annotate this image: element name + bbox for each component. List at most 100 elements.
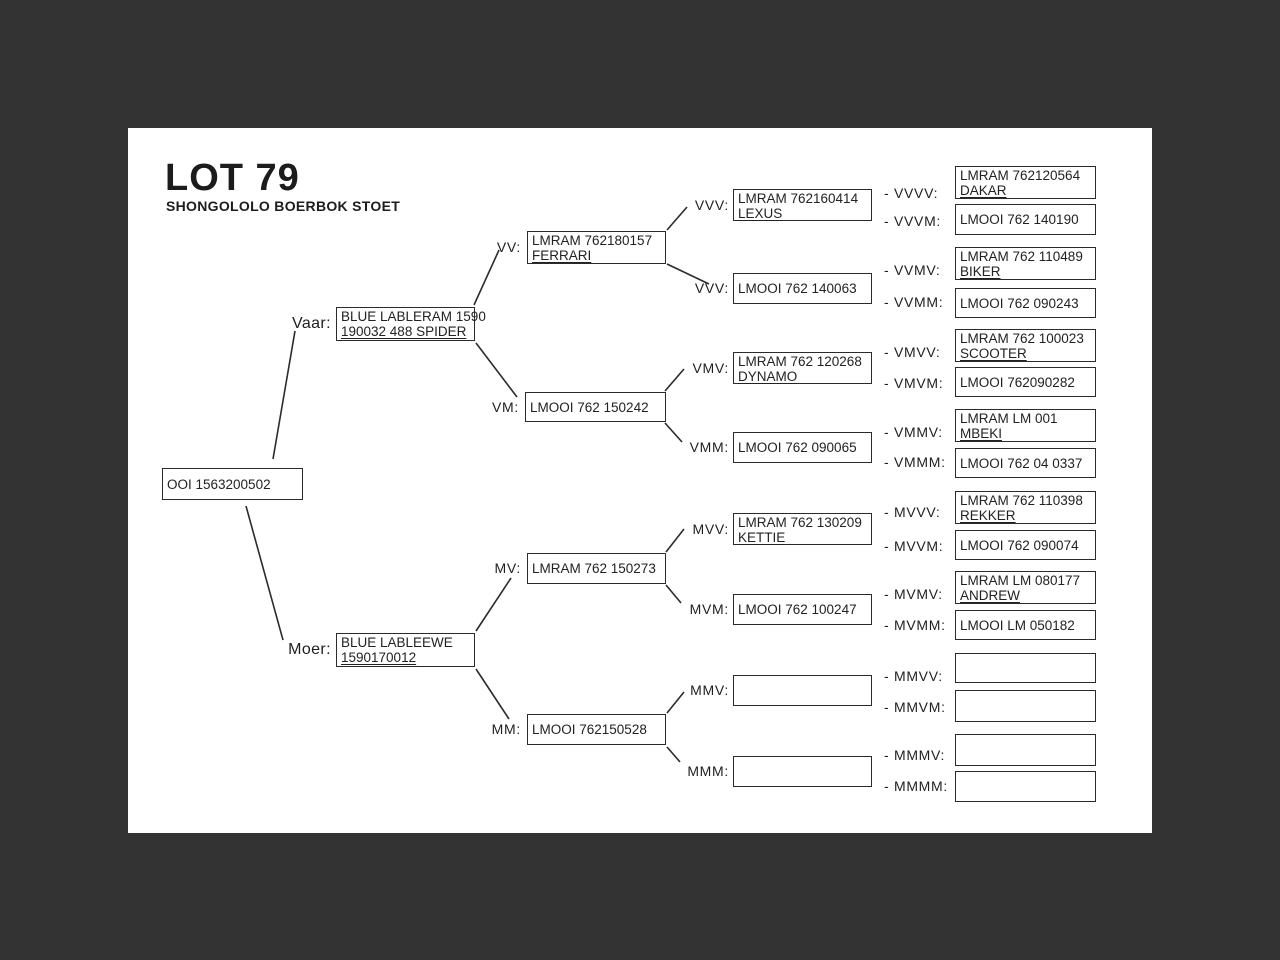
pedigree-label-mmvm: - MMVM: [884,699,946,715]
subject-id: OOI 1563200502 [167,476,271,492]
pedigree-box-line: LMRAM 762 130209 [738,515,862,530]
pedigree-box-line: LMOOI LM 050182 [960,617,1075,633]
pedigree-box-line: LMOOI 762090282 [960,374,1075,390]
pedigree-box-line: LMOOI 762 04 0337 [960,455,1083,471]
pedigree-label-vmmm: - VMMM: [884,454,946,470]
pedigree-box-line: 190032 488 SPIDER [341,324,467,339]
pedigree-box-mv: LMRAM 762 150273 [527,553,666,584]
pedigree-box-mmv [733,675,872,706]
pedigree-label-vvvv: - VVVV: [884,185,939,201]
pedigree-box-line: LMOOI 762 090065 [738,440,857,455]
pedigree-label-vmm: VMM: [689,439,729,455]
pedigree-box-line: LMRAM 762 120268 [738,354,862,369]
pedigree-box-line: LMOOI 762 090074 [960,537,1079,553]
pedigree-box-mvm: LMOOI 762 100247 [733,594,872,625]
pedigree-box-line: MBEKI [960,426,1003,441]
pedigree-label-vvm: VVV: [694,280,729,296]
pedigree-box-line: LMOOI 762 150242 [530,399,649,415]
pedigree-box-line: LEXUS [738,206,783,221]
pedigree-box-line: LMOOI 762 140063 [738,281,857,296]
pedigree-label-mmvv: - MMVV: [884,668,943,684]
pedigree-label-mmmm: - MMMM: [884,778,948,794]
pedigree-label-mvmv: - MVMV: [884,586,943,602]
pedigree-box-line: BLUE LABLEEWE [341,635,453,650]
pedigree-box-mmmv [955,734,1096,766]
pedigree-label-vmmv: - VMMV: [884,424,943,440]
pedigree-box-vvm: LMOOI 762 140063 [733,273,872,304]
pedigree-box-mvvm: LMOOI 762 090074 [955,530,1096,560]
pedigree-box-line: 1590170012 [341,650,417,665]
pedigree-label-mvvm: - MVVM: [884,538,944,554]
pedigree-box-line: LMRAM LM 001 [960,411,1058,426]
pedigree-box-line: LMRAM 762 110489 [960,249,1083,264]
pedigree-box-line: LMOOI 762 140190 [960,212,1079,227]
pedigree-box-line: LMRAM LM 080177 [960,573,1081,588]
pedigree-label-mm: MM: [491,721,521,737]
pedigree-box-line: SCOOTER [960,346,1027,361]
pedigree-label-vvvm: - VVVM: [884,213,942,229]
pedigree-box-vmm: LMOOI 762 090065 [733,432,872,463]
pedigree-box-line: REKKER [960,508,1016,523]
pedigree-box-line: KETTIE [738,530,786,545]
pedigree-box-mvmm: LMOOI LM 050182 [955,610,1096,640]
pedigree-box-line: LMRAM 762 150273 [532,561,656,576]
stud-name-subtitle: SHONGOLOLO BOERBOK STOET [166,198,401,214]
pedigree-label-mvmm: - MVMM: [884,617,946,633]
pedigree-box-line: LMRAM 762180157 [532,233,653,248]
pedigree-box-line: ANDREW [960,588,1020,603]
pedigree-box-line: LMOOI 762 090243 [960,295,1079,311]
pedigree-label-mmmv: - MMMV: [884,747,946,763]
pedigree-label-vvmm: - VVMM: [884,294,944,310]
pedigree-label-mvv: MVV: [692,521,729,537]
pedigree-box-mmvv [955,653,1096,683]
pedigree-box-line: BIKER [960,264,1001,279]
pedigree-label-vm: VM: [492,399,519,415]
subject-box: OOI 1563200502 [162,468,303,500]
pedigree-label-mvvv: - MVVV: [884,504,941,520]
pedigree-label-vv: VV: [496,239,521,255]
pedigree-label-vaar: Vaar: [291,315,331,332]
pedigree-box-mmmm [955,771,1096,802]
pedigree-label-vmv: VMV: [692,360,729,376]
pedigree-label-moer: Moer: [288,641,331,658]
pedigree-box-line: DAKAR [960,183,1007,198]
pedigree-box-line: LMRAM 762 100023 [960,331,1084,346]
pedigree-box-vm: LMOOI 762 150242 [525,392,666,422]
pedigree-label-vmvm: - VMVM: [884,375,944,391]
pedigree-box-vmmm: LMOOI 762 04 0337 [955,448,1096,478]
pedigree-box-line: LMRAM 762 110398 [960,493,1083,508]
pedigree-box-line: FERRARI [532,248,592,263]
pedigree-box-vvvm: LMOOI 762 140190 [955,204,1096,235]
pedigree-box-vmvm: LMOOI 762090282 [955,367,1096,397]
pedigree-label-mv: MV: [494,560,521,576]
pedigree-box-line: LMOOI 762150528 [532,722,647,737]
pedigree-box-line: DYNAMO [738,369,798,384]
pedigree-box-line: BLUE LABLERAM 1590 [341,309,486,324]
pedigree-label-mmv: MMV: [690,682,729,698]
pedigree-label-vvmv: - VVMV: [884,262,941,278]
pedigree-box-line: LMOOI 762 100247 [738,602,857,617]
pedigree-box-mm: LMOOI 762150528 [527,714,666,745]
pedigree-label-mvm: MVM: [689,601,729,617]
pedigree-label-vmvv: - VMVV: [884,344,941,360]
pedigree-box-mmm [733,756,872,787]
pedigree-label-mmm: MMM: [687,763,729,779]
lot-title: LOT 79 [165,157,300,199]
pedigree-box-vvmm: LMOOI 762 090243 [955,288,1096,318]
pedigree-box-line: LMRAM 762120564 [960,168,1081,183]
pedigree-box-line: LMRAM 762160414 [738,191,859,206]
pedigree-label-vvv: VVV: [694,197,729,213]
